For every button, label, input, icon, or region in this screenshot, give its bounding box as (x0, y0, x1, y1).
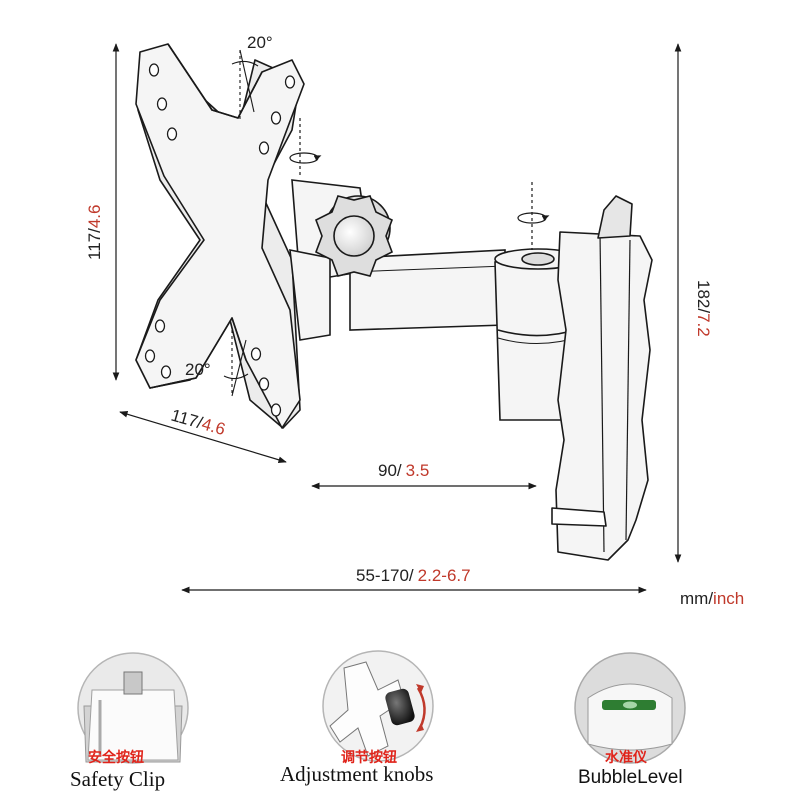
height-dimension-label: 117/4.6 (85, 205, 104, 260)
angle-bottom-label: 20° (185, 360, 211, 379)
adjustment-knob-drawing (314, 195, 394, 277)
safety-clip-cn-label: 安全按钮 (88, 750, 144, 766)
plate-holes (144, 63, 296, 417)
bubble-level-photo (574, 652, 686, 764)
arm-dimension-label: 90/3.5 (378, 461, 429, 480)
total-height-dimension-label: 182/7.2 (694, 280, 713, 337)
rotation-arrow-icon (289, 118, 322, 176)
width-dimension-label: 117/4.6 (169, 406, 228, 440)
safety-clip-photo (77, 652, 189, 764)
tilt-angle-guides (223, 49, 259, 397)
vesa-plate (135, 43, 305, 429)
rotation-arrow-icon (517, 182, 550, 250)
wall-clamp (551, 195, 653, 561)
bubble-level-cn-label: 水准仪 (605, 750, 647, 766)
bubble-level-label: BubbleLevel (578, 767, 683, 788)
units-label: mm/inch (680, 589, 744, 608)
safety-clip-label: Safety Clip (70, 767, 166, 791)
adjustment-knobs-photo (322, 650, 434, 762)
adjustment-knobs-label: Adjustment knobs (280, 762, 434, 786)
dimension-lines (112, 43, 682, 594)
angle-top-label: 20° (247, 33, 273, 52)
adjustment-knobs-cn-label: 调节按钮 (341, 750, 397, 766)
extension-dimension-label: 55-170/2.2-6.7 (356, 566, 471, 585)
